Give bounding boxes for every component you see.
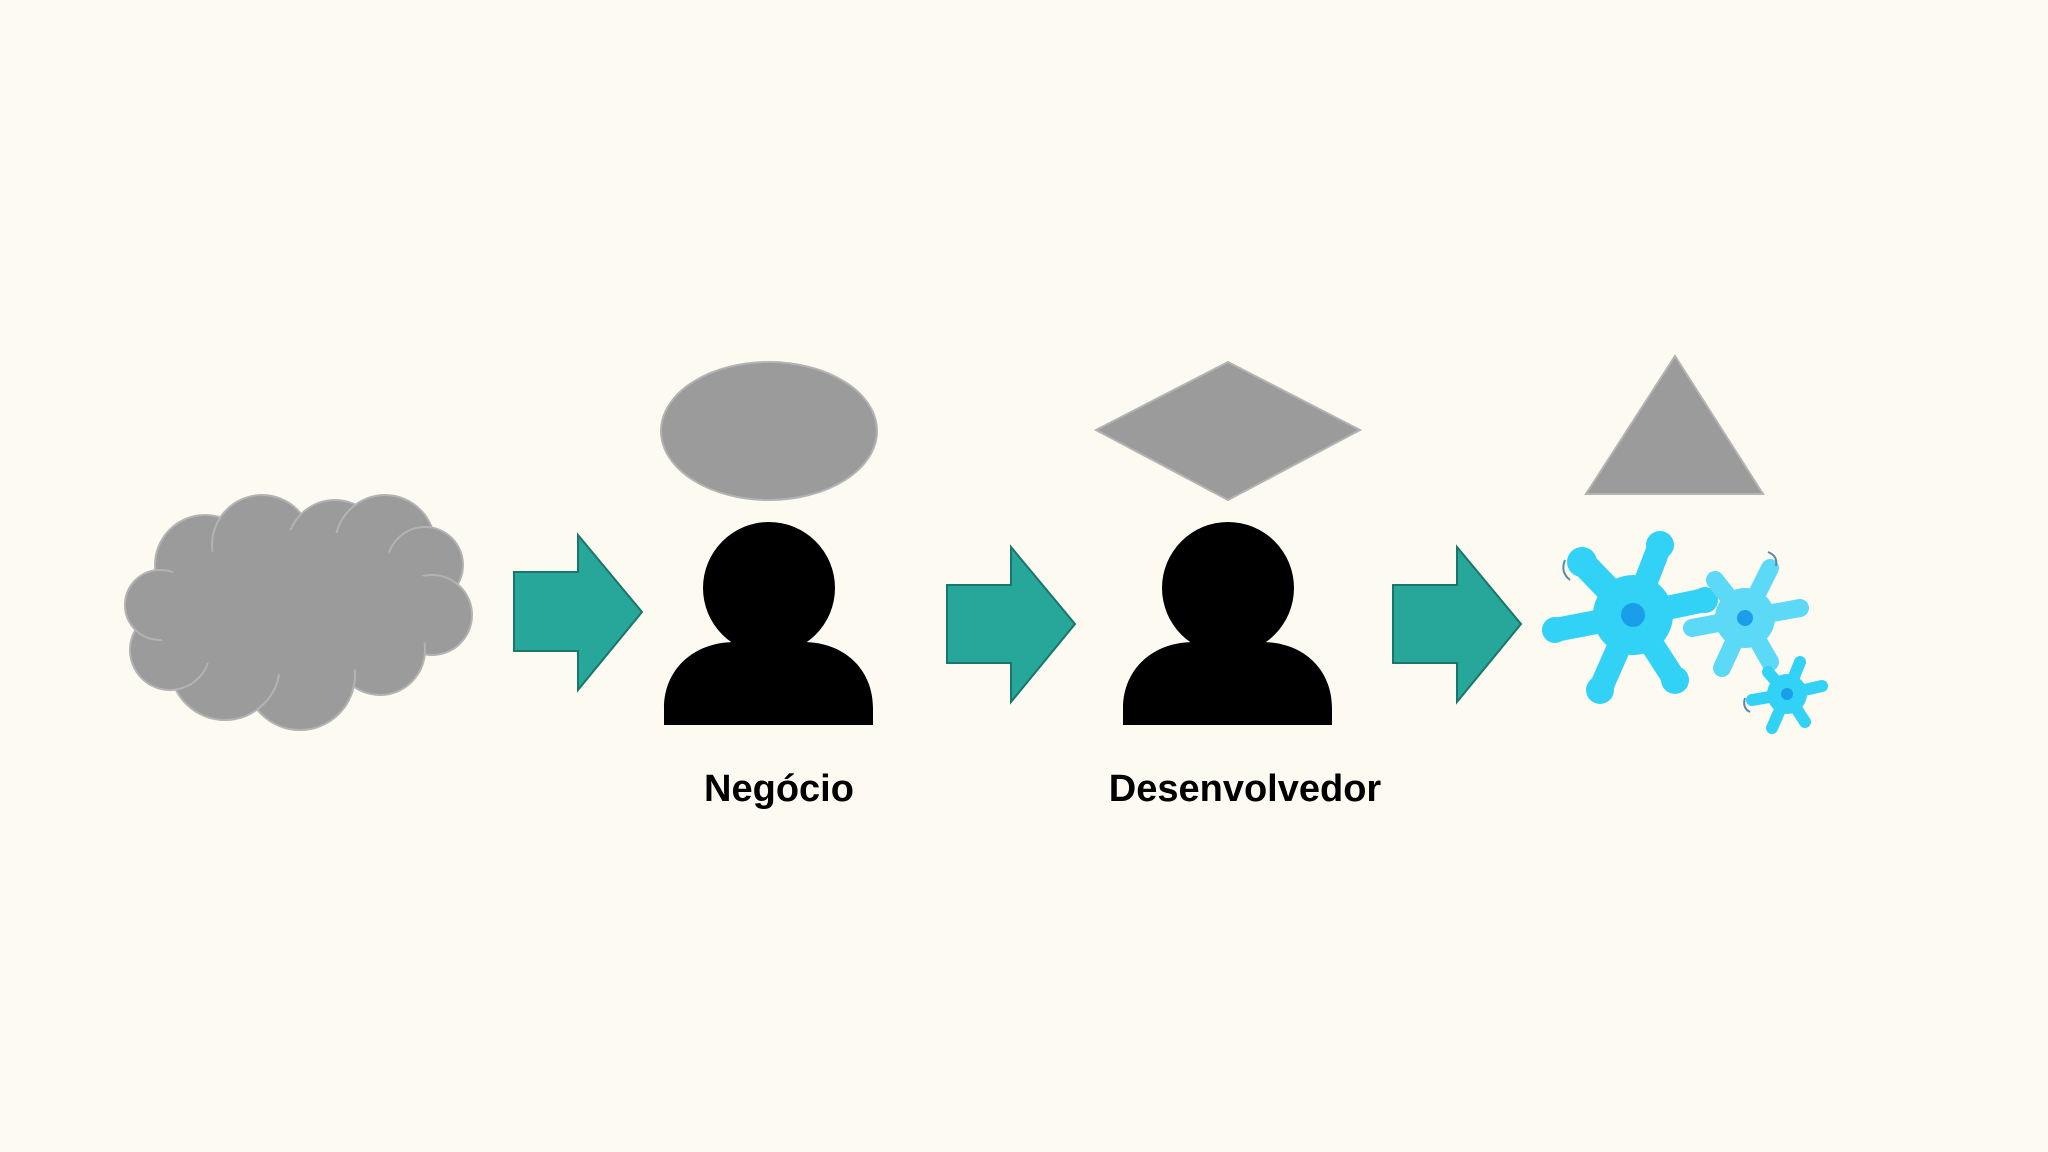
arrow-right-icon [513,532,644,693]
bugs-icon [1542,531,1828,734]
triangle-shape [1584,354,1765,495]
arrow-right-icon [1392,544,1523,705]
diamond-shape [1093,360,1363,502]
bug-icon [1683,551,1809,677]
business-label: Negócio [704,768,854,810]
ellipse-shape [660,361,878,501]
cloud-icon [124,494,473,731]
bug-icon [1542,531,1718,704]
person-icon [664,522,873,725]
person-icon [1123,522,1332,725]
bug-icon [1743,656,1828,734]
developer-label: Desenvolvedor [1108,768,1382,810]
arrow-right-icon [946,544,1077,705]
